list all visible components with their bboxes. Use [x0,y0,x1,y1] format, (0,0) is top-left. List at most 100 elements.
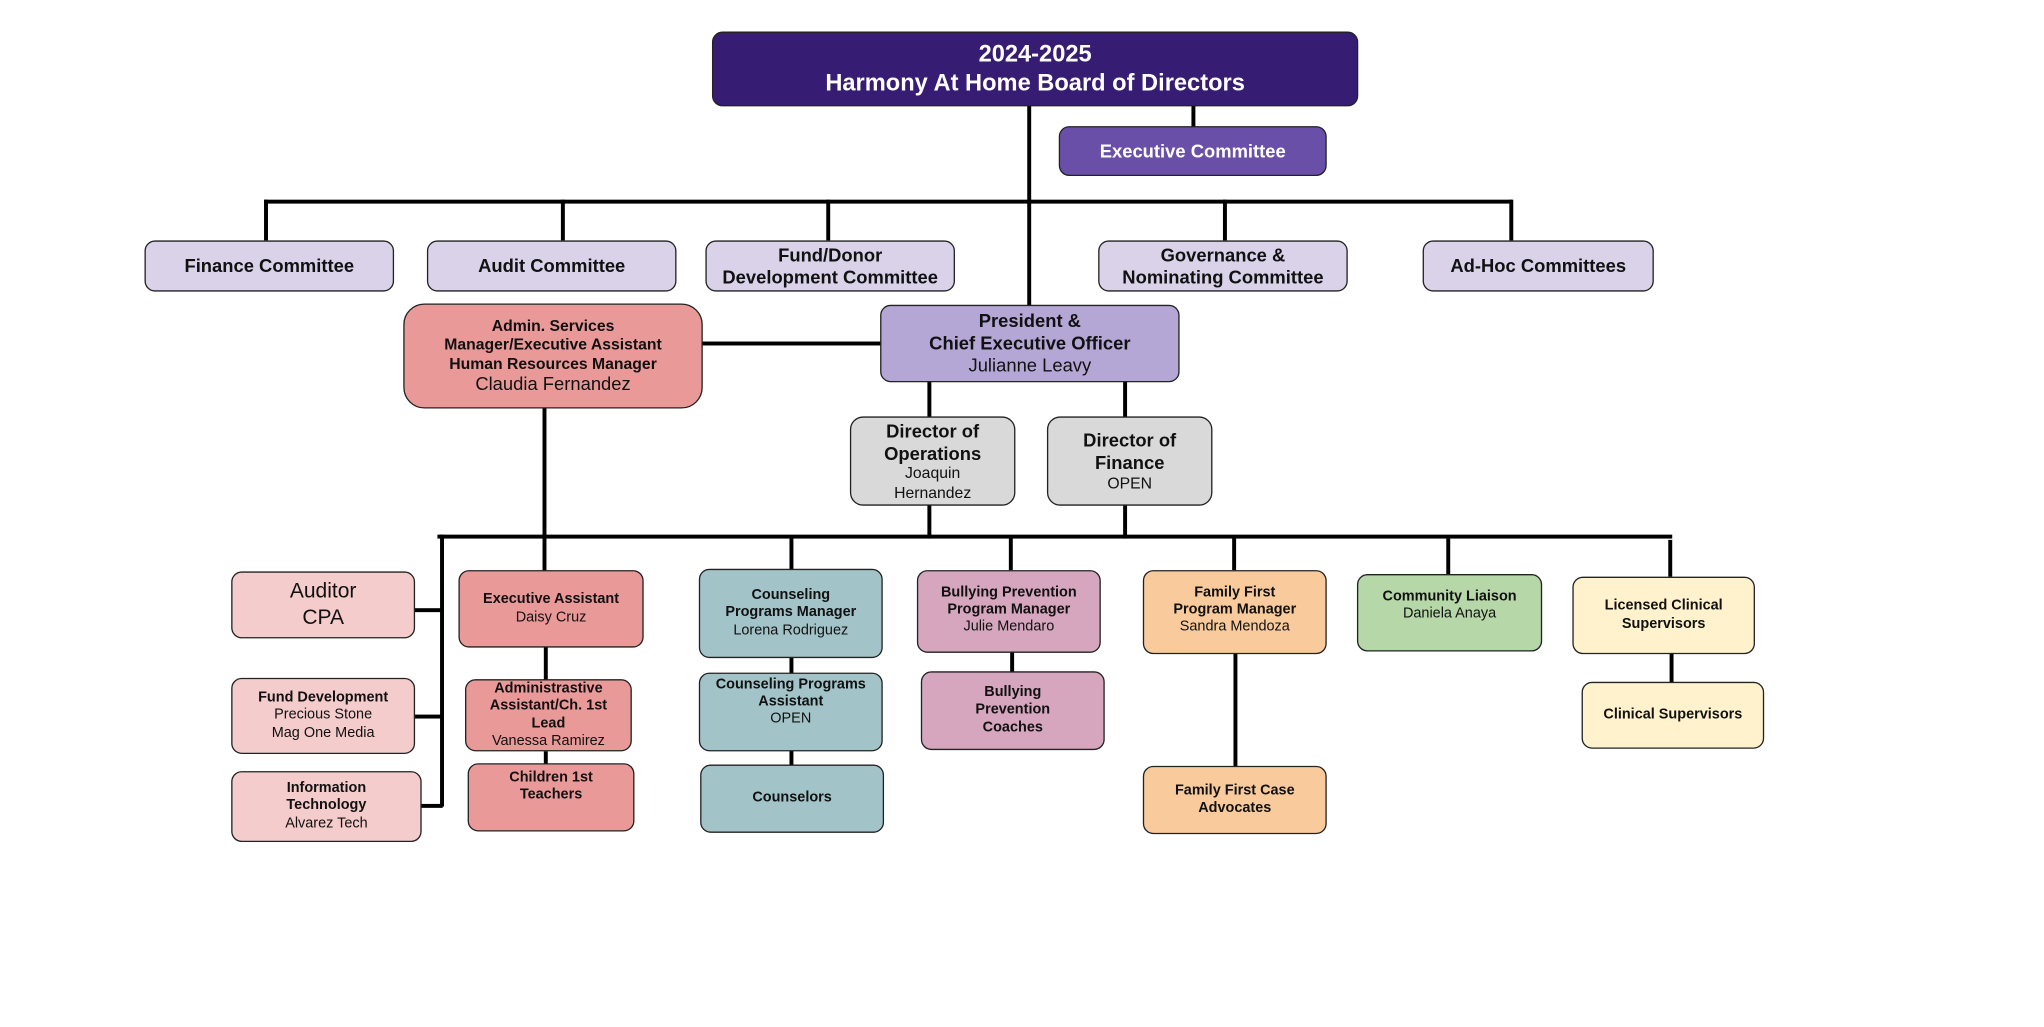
person-name: Vanessa Ramirez [491,732,605,749]
connector [420,803,443,808]
role-title: President & [978,310,1081,332]
role-title: Director of [1083,429,1177,451]
role-title: Manager/Executive Assistant [444,335,662,354]
connector [927,504,932,539]
role-title: Chief Executive Officer [929,332,1131,354]
role-title: Teachers [519,787,583,803]
role-title: Community Liaison [1382,588,1517,605]
role-title: Fund Development [258,689,389,706]
auditor-box: Auditor CPA [231,571,416,639]
counseling-manager-box: Counseling Programs Manager Lorena Rodri… [698,568,883,659]
family-first-manager-box: Family First Program Manager Sandra Mend… [1142,570,1327,655]
connector [1010,651,1015,673]
connector [1222,199,1227,241]
role-title: Bullying [984,684,1042,701]
connector [543,751,548,765]
role-title: Program Manager [1173,601,1297,618]
person-name: Claudia Fernandez [475,373,631,395]
fund-donor-committee-box: Fund/Donor Development Committee [705,240,955,292]
connector [1668,539,1673,577]
person-name: Mag One Media [271,724,375,741]
role-title: Clinical Supervisors [1603,706,1743,723]
community-liaison-box: Community Liaison Daniela Anaya [1356,574,1543,652]
person-name: OPEN [1107,473,1153,493]
connector [789,656,794,674]
role-title: Assistant/Ch. 1st [489,697,608,714]
role-title: Coaches [982,719,1043,736]
role-title: Assistant [758,693,824,710]
role-title: Executive Assistant [483,591,620,608]
board-of-directors-box: 2024-2025 Harmony At Home Board of Direc… [711,31,1359,107]
committee-label: Development Committee [722,266,939,288]
director-finance-box: Director of Finance OPEN [1046,416,1213,506]
connector [264,199,1512,204]
fund-development-box: Fund Development Precious Stone Mag One … [231,677,416,755]
connector [1027,105,1032,307]
board-title: Harmony At Home Board of Directors [825,68,1245,96]
person-name: Julie Mendaro [963,619,1055,635]
ceo-box: President & Chief Executive Officer Juli… [880,304,1180,383]
connector [1233,651,1238,768]
committee-label: Fund/Donor [778,243,883,265]
connector [1008,537,1013,571]
role-title: Technology [286,797,367,814]
role-title: Prevention [975,701,1051,718]
finance-committee-box: Finance Committee [144,240,395,292]
person-name: Lorena Rodriguez [733,622,849,638]
committee-label: Audit Committee [478,254,626,276]
role-title: Counselors [752,790,832,806]
audit-committee-box: Audit Committee [426,240,677,292]
clinical-supervisors-box: Clinical Supervisors [1581,681,1765,749]
committee-label: Finance Committee [184,254,355,276]
committee-label: Ad-Hoc Committees [1450,254,1627,276]
ad-hoc-committees-box: Ad-Hoc Committees [1422,240,1654,292]
admin-services-manager-box: Admin. Services Manager/Executive Assist… [403,303,703,409]
connector [437,534,1673,539]
role-title: Counseling [751,587,831,604]
role-title: Programs Manager [725,604,857,621]
connector [560,199,565,241]
connector [543,646,548,681]
role-title: Supervisors [1621,615,1706,632]
person-name: Sandra Mendoza [1179,619,1290,635]
role-title: Counseling Programs [715,676,866,693]
connector [1669,652,1674,684]
connector [542,407,547,572]
licensed-clinical-supervisors-box: Licensed Clinical Supervisors [1572,576,1755,655]
bullying-prevention-coaches-box: Bullying Prevention Coaches [920,671,1105,751]
connector [1191,105,1196,128]
governance-committee-box: Governance & Nominating Committee [1098,240,1348,292]
administrative-assistant-box: Administrastive Assistant/Ch. 1st Lead V… [465,679,632,752]
executive-committee-box: Executive Committee [1058,126,1327,177]
role-title: Family First [1194,584,1276,601]
connector [1232,537,1237,571]
connector [1123,504,1128,539]
connector [413,608,443,613]
person-name: Hernandez [894,483,972,502]
executive-committee-label: Executive Committee [1099,140,1286,162]
role-title: Finance [1094,451,1165,473]
family-first-advocates-box: Family First Case Advocates [1142,765,1327,835]
committee-label: Nominating Committee [1122,266,1324,288]
person-name: OPEN [770,711,812,727]
role-title: Human Resources Manager [449,354,657,373]
board-year: 2024-2025 [978,40,1092,67]
director-operations-box: Director of Operations Joaquin Hernandez [849,416,1016,506]
connector [1446,538,1451,576]
connector [440,534,444,807]
role-title: Licensed Clinical [1604,598,1723,614]
person-name: Daisy Cruz [515,608,587,625]
role-title: Program Manager [947,601,1071,618]
person-name: Joaquin [905,464,961,483]
connector [264,199,268,241]
committee-label: Governance & [1160,243,1286,265]
role-title: Bullying Prevention [940,584,1077,601]
connector [700,341,882,346]
counselors-box: Counselors [700,764,885,833]
role-title: Advocates [1198,799,1272,816]
connector [789,537,794,571]
role-title: Children 1st [509,769,593,786]
role-title: Administrastive [494,680,603,697]
connector [413,714,443,719]
bullying-prevention-manager-box: Bullying Prevention Program Manager Juli… [916,570,1101,653]
